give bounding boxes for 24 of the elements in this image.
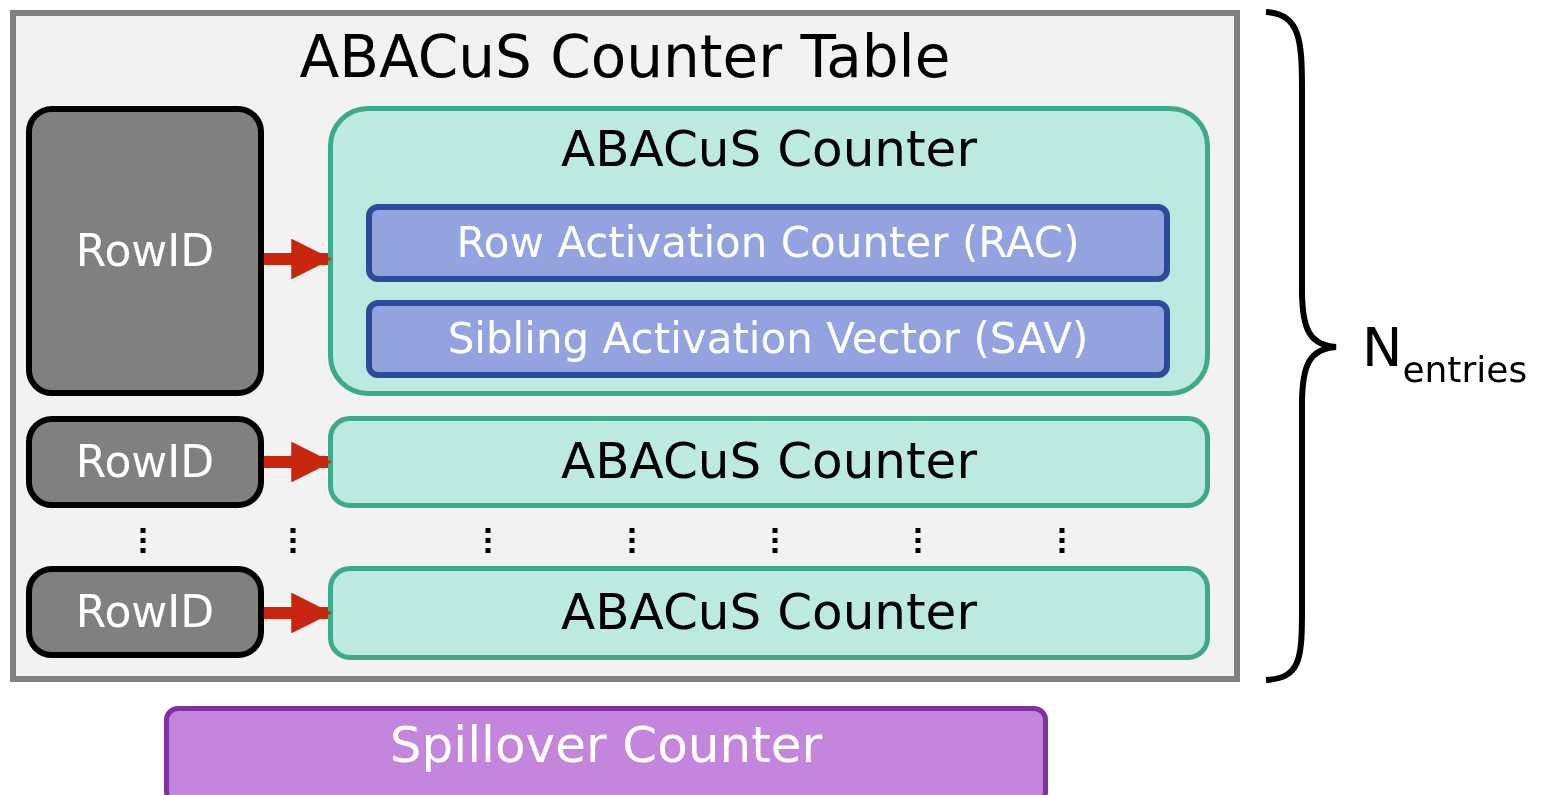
counter-box [328, 106, 1210, 396]
field-label: Sibling Activation Vector (SAV) [446, 314, 1090, 364]
arrow [264, 441, 333, 483]
counter-label: ABACuS Counter [560, 121, 978, 179]
entry-count-label: N$_{entries}$ [1362, 318, 1528, 390]
arrow [264, 238, 333, 280]
spillover-box [164, 706, 1048, 795]
counter-box [328, 566, 1210, 660]
counter-field [366, 204, 1170, 282]
row-id-box [26, 106, 264, 396]
table-title: ABACuS Counter Table [298, 24, 952, 91]
row-id-label: RowID [74, 225, 216, 277]
row-id-label: RowID [74, 436, 216, 488]
arrow [264, 592, 333, 634]
counter-label: ABACuS Counter [560, 433, 978, 491]
counter-label: ABACuS Counter [560, 584, 978, 642]
row-id-label: RowID [74, 586, 216, 638]
counter-field [366, 300, 1170, 378]
table-panel [10, 10, 1240, 682]
counter-box [328, 416, 1210, 508]
spillover-label: Spillover Counter [388, 717, 824, 775]
row-id-box [26, 566, 264, 658]
row-id-box [26, 416, 264, 508]
field-label: Row Activation Counter (RAC) [455, 218, 1081, 268]
